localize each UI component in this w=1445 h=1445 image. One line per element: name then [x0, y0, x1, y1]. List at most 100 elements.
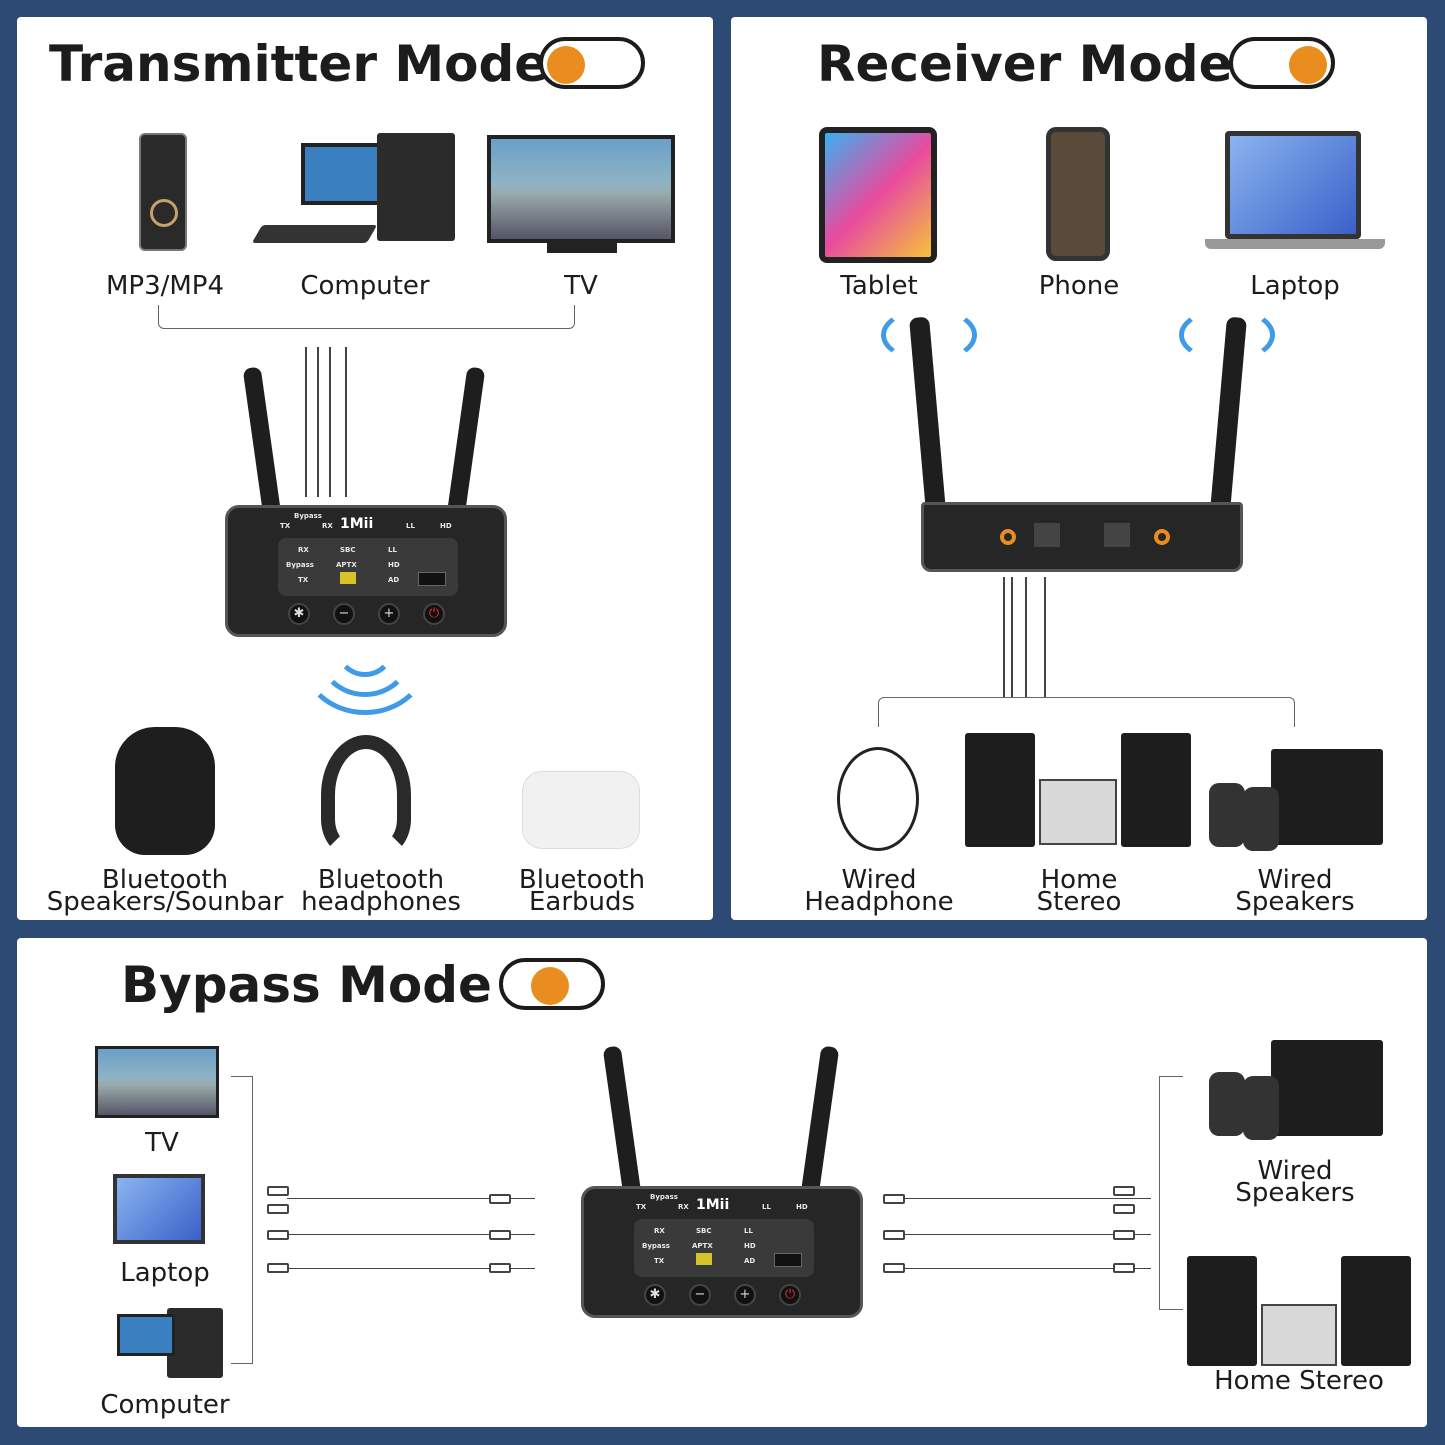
screen-label-tx: TX: [654, 1257, 665, 1265]
screen-label-aptx: APTX: [336, 561, 357, 569]
device-label-bypass: Bypass: [650, 1193, 678, 1201]
tablet-image: [819, 127, 937, 263]
device-label-ll: LL: [762, 1203, 771, 1211]
plug: [489, 1194, 511, 1204]
screen-label-aptx: APTX: [692, 1242, 713, 1250]
aux-in-port: [1154, 529, 1170, 545]
antenna: [602, 1045, 642, 1197]
cable: [901, 1234, 1151, 1235]
bracket: [878, 697, 1295, 727]
satellite-speaker: [1243, 787, 1279, 851]
power-button[interactable]: ⏻: [423, 603, 445, 625]
source-label: MP3/MP4: [105, 271, 225, 301]
device-logo: 1Mii: [340, 516, 374, 532]
headphones-image: [321, 735, 411, 855]
cable: [901, 1198, 1151, 1199]
receiver-device-rear: [921, 502, 1243, 572]
stereo-speaker: [1341, 1256, 1411, 1366]
transmitter-title: Transmitter Mode: [49, 35, 549, 93]
stereo-unit: [1261, 1304, 1337, 1366]
cable: [1025, 577, 1027, 697]
screen-label-hd: HD: [388, 561, 400, 569]
screen-label-sbc: SBC: [696, 1227, 712, 1235]
device-label-bypass: Bypass: [294, 512, 322, 520]
plug: [489, 1230, 511, 1240]
transmitter-toggle[interactable]: [539, 37, 645, 89]
device-display: RX Bypass TX SBC APTX LL HD AD: [278, 538, 458, 596]
power-button[interactable]: ⏻: [779, 1284, 801, 1306]
output-label-line: headphones: [301, 887, 461, 917]
device-label-ll: LL: [406, 522, 415, 530]
source-label: Tablet: [840, 271, 918, 301]
device-display: RX Bypass TX SBC APTX LL HD AD: [634, 1219, 814, 1277]
screen-label-ad: AD: [744, 1257, 756, 1265]
bluetooth-button[interactable]: ✱: [644, 1284, 666, 1306]
bracket: [1159, 1076, 1183, 1310]
ess-chip-icon: [340, 572, 356, 584]
bypass-title: Bypass Mode: [121, 956, 492, 1014]
keyboard: [251, 225, 378, 243]
computer-tower: [377, 133, 455, 241]
device-logo: 1Mii: [696, 1197, 730, 1213]
stereo-unit: [1039, 779, 1117, 845]
plug: [1113, 1263, 1135, 1273]
source-label: Computer: [300, 271, 430, 301]
output-label-line: Home: [1040, 865, 1118, 895]
source-label: Phone: [1038, 271, 1120, 301]
plug: [267, 1263, 289, 1273]
plug: [1113, 1230, 1135, 1240]
output-label-line: Speakers: [1235, 887, 1355, 917]
cable: [287, 1234, 535, 1235]
minus-button[interactable]: −: [689, 1284, 711, 1306]
laptop-base: [1205, 239, 1385, 249]
bracket: [158, 305, 575, 329]
computer-image: [167, 1308, 223, 1378]
mp3-player-image: [139, 133, 187, 251]
smart-speaker-image: [115, 727, 215, 855]
device-label-tx: TX: [636, 1203, 647, 1211]
plus-button[interactable]: +: [734, 1284, 756, 1306]
plug: [1113, 1204, 1135, 1214]
plug: [1113, 1186, 1135, 1196]
device-label-rx: RX: [678, 1203, 689, 1211]
satellite-speaker: [1209, 1072, 1245, 1136]
output-label-line: Stereo: [1036, 887, 1122, 917]
laptop-image: [113, 1174, 205, 1244]
wired-headphone-image: [837, 747, 919, 851]
bypass-toggle[interactable]: [499, 958, 605, 1010]
screen-label-bypass: Bypass: [286, 561, 314, 569]
home-stereo-image: [1187, 1256, 1257, 1366]
tv-image: [95, 1046, 219, 1118]
plug: [883, 1263, 905, 1273]
bluetooth-button[interactable]: ✱: [288, 603, 310, 625]
usb-port: [418, 572, 446, 586]
source-label: Computer: [100, 1390, 230, 1420]
bypass-panel: Bypass Mode TV Laptop Computer TX Bypass…: [17, 938, 1427, 1427]
tv-image: [487, 135, 675, 243]
output-label-line: Wired: [1257, 1156, 1333, 1186]
output-label-line: Bluetooth: [518, 865, 646, 895]
antenna: [800, 1045, 840, 1197]
screen-label-rx: RX: [298, 546, 309, 554]
antenna: [446, 366, 486, 518]
cable: [901, 1268, 1151, 1269]
satellite-speaker: [1209, 783, 1245, 847]
screen-label-sbc: SBC: [340, 546, 356, 554]
source-label: TV: [145, 1128, 179, 1158]
laptop-image: [1225, 131, 1361, 239]
screen-label-ll: LL: [388, 546, 397, 554]
receiver-toggle[interactable]: [1229, 37, 1335, 89]
cables: [305, 347, 307, 497]
transmitter-panel: Transmitter Mode MP3/MP4 Computer TV TX …: [17, 17, 713, 920]
bypass-device: TX Bypass RX 1Mii LL HD RX Bypass TX SBC…: [581, 1186, 863, 1318]
earbuds-image: [522, 771, 640, 849]
screen-label-ad: AD: [388, 576, 400, 584]
bracket: [231, 1076, 253, 1364]
cable: [317, 347, 319, 497]
screen-label-ll: LL: [744, 1227, 753, 1235]
output-label-line: Headphone: [804, 887, 954, 917]
device-label-tx: TX: [280, 522, 291, 530]
